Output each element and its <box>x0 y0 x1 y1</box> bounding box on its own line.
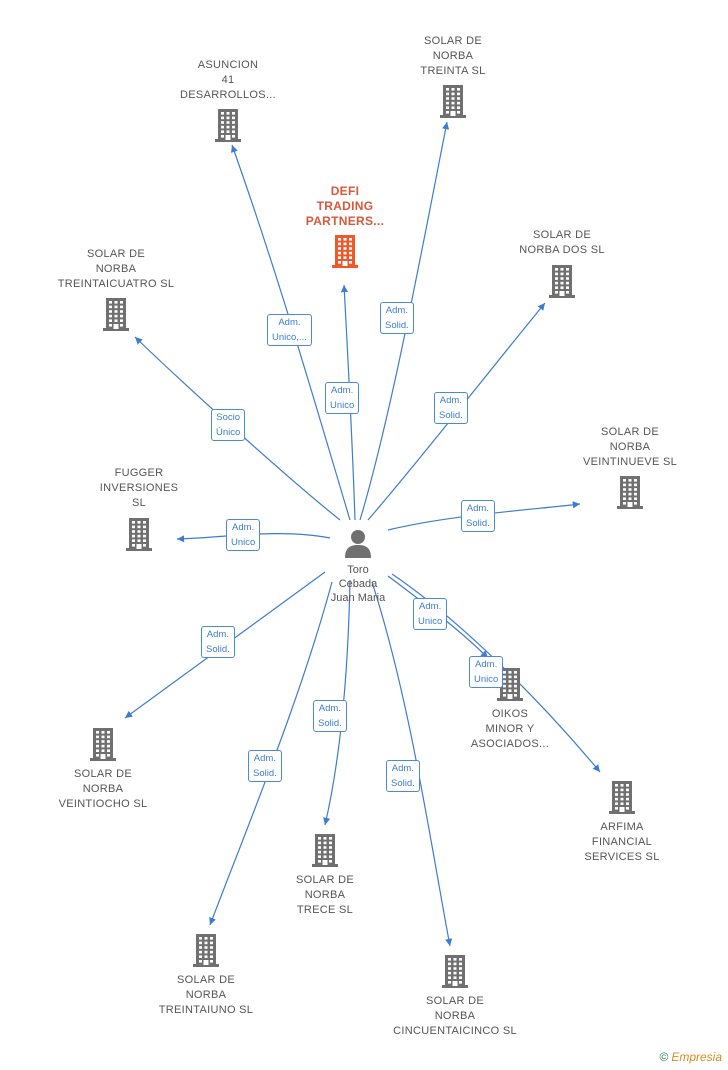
building-icon <box>215 109 241 142</box>
edge-label-arfima[interactable]: Adm. Unico <box>469 656 504 688</box>
edge-label-trece[interactable]: Adm. Solid. <box>313 700 347 732</box>
footer-brand: ©Empresia <box>659 1050 722 1064</box>
edge-label-fugger[interactable]: Adm. Unico <box>226 519 261 551</box>
copyright-symbol: © <box>659 1050 669 1064</box>
building-icon <box>193 934 219 967</box>
edge-label-treintaicuatro[interactable]: Socio Único <box>211 409 246 441</box>
edge-label-cincuentaicinco[interactable]: Adm. Solid. <box>386 760 420 792</box>
company-node-cincuentaicinco[interactable]: SOLAR DE NORBA CINCUENTAICINCO SL <box>380 953 530 1039</box>
building-icon <box>126 518 152 551</box>
company-label: FUGGER INVERSIONES SL <box>99 467 179 509</box>
company-label: SOLAR DE NORBA TREINTAICUATRO SL <box>57 248 175 290</box>
edge-line-treinta <box>359 121 450 521</box>
company-node-fugger[interactable]: FUGGER INVERSIONES SL <box>64 466 214 557</box>
edge-label-veintiocho[interactable]: Adm. Solid. <box>201 626 235 658</box>
company-label: SOLAR DE NORBA DOS SL <box>519 229 605 256</box>
building-icon <box>332 235 358 268</box>
company-label: SOLAR DE NORBA TREINTAIUNO SL <box>158 974 254 1016</box>
building-icon <box>440 85 466 118</box>
company-label: ASUNCION 41 DESARROLLOS... <box>180 59 276 101</box>
company-node-dos[interactable]: SOLAR DE NORBA DOS SL <box>487 228 637 304</box>
company-label: SOLAR DE NORBA CINCUENTAICINCO SL <box>393 995 517 1037</box>
edge-label-dos[interactable]: Adm. Solid. <box>434 392 468 424</box>
company-label: DEFI TRADING PARTNERS... <box>305 184 385 228</box>
building-icon <box>442 955 468 988</box>
building-icon <box>497 668 523 701</box>
person-name: Toro Cebada Juan Maria <box>330 564 386 604</box>
building-icon <box>312 834 338 867</box>
company-node-treintaiuno[interactable]: SOLAR DE NORBA TREINTAIUNO SL <box>131 932 281 1018</box>
building-icon <box>617 476 643 509</box>
company-node-trece[interactable]: SOLAR DE NORBA TRECE SL <box>250 832 400 918</box>
building-icon <box>90 728 116 761</box>
edge-label-treintaiuno[interactable]: Adm. Solid. <box>248 750 282 782</box>
edge-label-treinta[interactable]: Adm. Solid. <box>380 302 414 334</box>
company-node-oikos[interactable]: OIKOS MINOR Y ASOCIADOS... <box>435 666 585 752</box>
company-node-defi[interactable]: DEFI TRADING PARTNERS... <box>270 184 420 274</box>
company-node-veintiocho[interactable]: SOLAR DE NORBA VEINTIOCHO SL <box>28 726 178 812</box>
company-label: SOLAR DE NORBA TRECE SL <box>295 874 355 916</box>
company-label: SOLAR DE NORBA VEINTINUEVE SL <box>582 426 678 468</box>
company-node-treinta[interactable]: SOLAR DE NORBA TREINTA SL <box>378 34 528 124</box>
person-node[interactable]: Toro Cebada Juan Maria <box>318 528 398 605</box>
building-icon <box>103 298 129 331</box>
edge-label-defi[interactable]: Adm. Unico <box>325 382 360 414</box>
company-label: SOLAR DE NORBA VEINTIOCHO SL <box>58 768 148 810</box>
edge-label-veintinueve[interactable]: Adm. Solid. <box>461 500 495 532</box>
company-node-treintaicuatro[interactable]: SOLAR DE NORBA TREINTAICUATRO SL <box>41 247 191 337</box>
company-node-asuncion[interactable]: ASUNCION 41 DESARROLLOS... <box>153 58 303 148</box>
company-label: ARFIMA FINANCIAL SERVICES SL <box>584 821 660 863</box>
edge-label-oikos[interactable]: Adm. Unico <box>413 598 448 630</box>
edge-label-asuncion[interactable]: Adm. Unico,... <box>267 314 312 346</box>
company-node-veintinueve[interactable]: SOLAR DE NORBA VEINTINUEVE SL <box>555 425 705 515</box>
company-node-arfima[interactable]: ARFIMA FINANCIAL SERVICES SL <box>547 779 697 865</box>
company-label: SOLAR DE NORBA TREINTA SL <box>420 35 486 77</box>
building-icon <box>549 265 575 298</box>
building-icon <box>609 781 635 814</box>
person-icon <box>345 530 371 558</box>
company-label: OIKOS MINOR Y ASOCIADOS... <box>470 708 550 750</box>
brand-name: Empresia <box>671 1050 722 1064</box>
